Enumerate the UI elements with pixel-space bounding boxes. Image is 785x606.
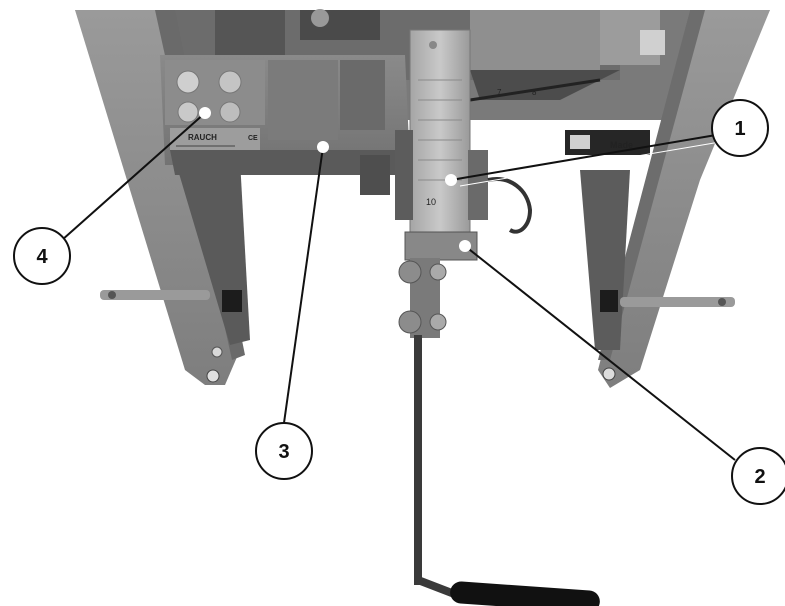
callout-3-anchor [317, 141, 329, 153]
leader-lines [61, 112, 736, 461]
callout-4-label: 4 [36, 246, 48, 268]
gauge-reading: 10 [426, 197, 436, 207]
side-label: Made [610, 140, 633, 150]
gauge-strip: 10 [360, 29, 533, 241]
scale-mark-8: 8 [532, 88, 537, 97]
callout-1-anchor [445, 174, 457, 186]
callout-1: 1 [711, 99, 769, 157]
scale-mark-7: 7 [497, 88, 502, 97]
cross-beam: RAUCH CE [160, 55, 410, 175]
callout-1-label: 1 [734, 118, 745, 140]
nameplate-brand: RAUCH [188, 133, 217, 142]
crank-grip [450, 581, 600, 606]
callout-2: 2 [731, 447, 785, 505]
callout-2-anchor [459, 240, 471, 252]
callout-4: 4 [13, 227, 71, 285]
callout-3: 3 [255, 422, 313, 480]
callout-4-anchor [199, 107, 211, 119]
crank-assembly [398, 231, 600, 606]
callout-3-label: 3 [278, 441, 289, 463]
nameplate-ce-mark: CE [248, 135, 258, 142]
callout-2-label: 2 [754, 466, 765, 488]
adjustment-scale: 7 8 [469, 70, 620, 102]
